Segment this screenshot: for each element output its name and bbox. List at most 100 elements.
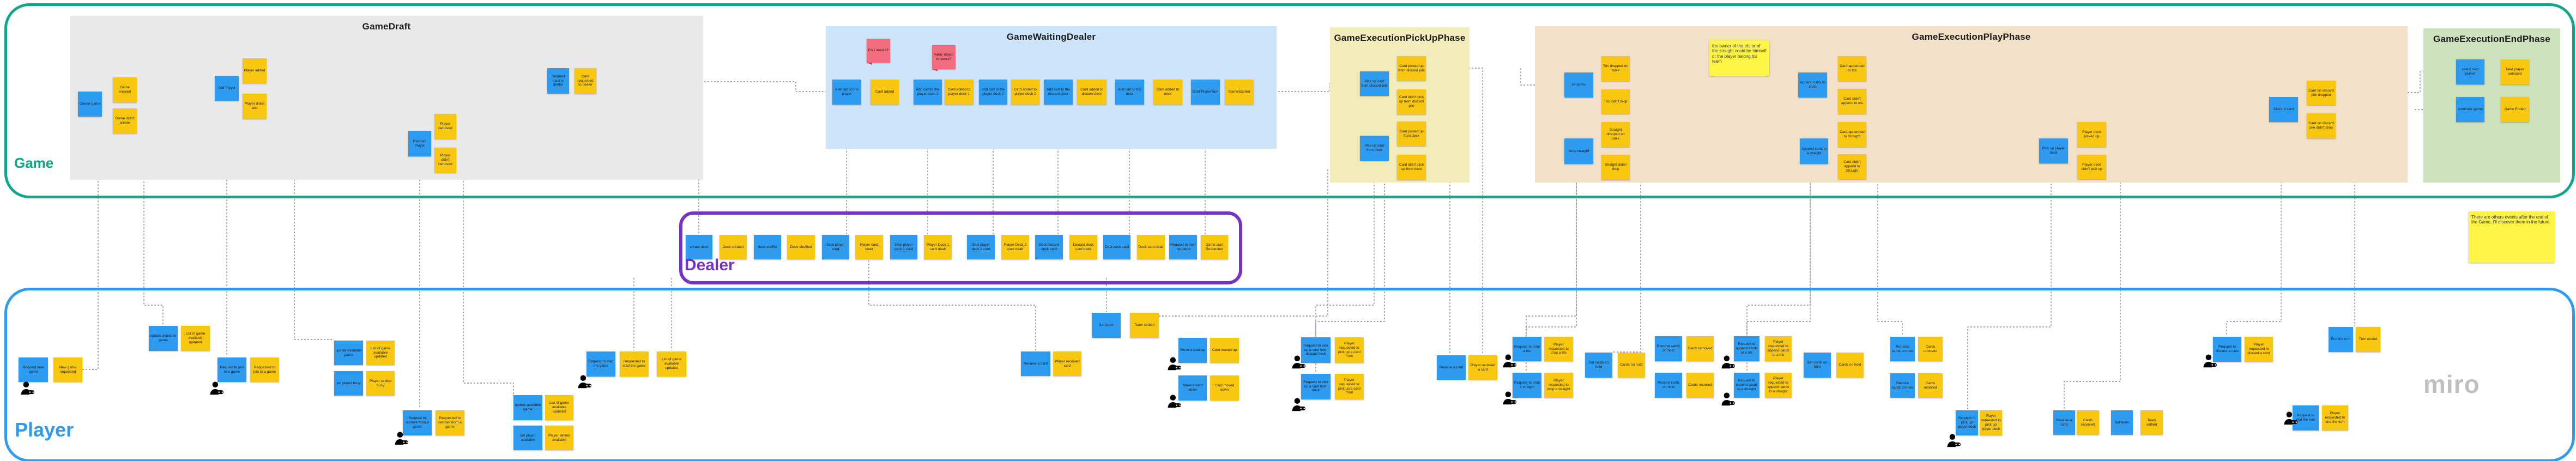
sticky-note[interactable]: Add cart to the player deck 1: [914, 80, 942, 105]
player-actor-icon[interactable]: [2283, 410, 2299, 427]
sticky-note[interactable]: Restore cards on hold: [1655, 373, 1682, 398]
player-actor-icon[interactable]: [20, 380, 36, 397]
player-actor-icon[interactable]: [1502, 390, 1518, 407]
sticky-note[interactable]: Request to end the turn: [2293, 405, 2319, 430]
game-lane[interactable]: [4, 3, 2575, 198]
sticky-note[interactable]: Player removed: [434, 114, 456, 139]
player-actor-icon[interactable]: [394, 430, 410, 447]
sticky-note[interactable]: Player requested to append cards to a st…: [1765, 373, 1792, 398]
sticky-note[interactable]: terminate game: [2456, 97, 2484, 122]
sticky-note[interactable]: Team settled: [1130, 313, 1159, 338]
player-actor-icon[interactable]: [209, 380, 225, 397]
sticky-note[interactable]: Cards removed: [1686, 336, 1714, 361]
sticky-note[interactable]: Pick up card from deck: [1360, 136, 1389, 161]
phase-block[interactable]: GameExecutionPlayPhase: [1535, 26, 2408, 183]
sticky-note[interactable]: Add cart to the deck: [1115, 80, 1144, 105]
sticky-note[interactable]: Card added: [870, 80, 899, 105]
sticky-note[interactable]: create deck: [686, 235, 712, 259]
sticky-note[interactable]: Request to start the game: [586, 351, 615, 377]
note-card[interactable]: There are others events after the end of…: [2469, 211, 2555, 263]
sticky-note[interactable]: Player card dealt: [855, 235, 883, 259]
player-actor-icon[interactable]: [1291, 354, 1307, 371]
sticky-note[interactable]: Set cards on hold: [1585, 353, 1612, 378]
sticky-note[interactable]: Game didn't create: [113, 108, 137, 134]
sticky-note[interactable]: Receive a card: [1021, 351, 1050, 376]
sticky-note[interactable]: Start PlayerTurn: [1191, 80, 1220, 105]
sticky-note[interactable]: Add Player: [215, 76, 239, 101]
sticky-note[interactable]: Deck created: [719, 235, 747, 259]
sticky-note[interactable]: Discard deck card dealt: [1069, 235, 1097, 259]
sticky-note[interactable]: List of game available updated: [545, 395, 573, 420]
sticky-note[interactable]: Append carts to a tris: [1798, 72, 1827, 98]
player-actor-icon[interactable]: [1720, 391, 1737, 408]
sticky-note[interactable]: Remove Player: [408, 131, 431, 156]
sticky-note[interactable]: Request new game: [19, 357, 48, 382]
sticky-note[interactable]: Deal player deck 2 card: [967, 235, 995, 259]
player-actor-icon[interactable]: [1291, 397, 1307, 413]
sticky-note[interactable]: Request to pick up a card from discard d…: [1301, 337, 1331, 363]
sticky-note[interactable]: Player didn't removed: [434, 148, 456, 173]
sticky-note[interactable]: End the turn: [2329, 327, 2353, 352]
sticky-note[interactable]: Remove cards on hold: [1890, 337, 1915, 361]
sticky-note[interactable]: Cards restored: [1918, 373, 1943, 398]
sticky-note[interactable]: Team settled: [2140, 410, 2163, 435]
sticky-note[interactable]: Player requested to pick up player deck: [1980, 410, 2002, 435]
sticky-note[interactable]: Player Deck 1 card dealt: [924, 235, 952, 259]
sticky-note[interactable]: Pick up player deck: [2039, 138, 2068, 163]
player-actor-icon[interactable]: [1166, 356, 1183, 372]
sticky-note[interactable]: Deal player deck 1 card: [890, 235, 917, 259]
sticky-note[interactable]: Add cart to the player deck 2: [979, 80, 1007, 105]
sticky-note[interactable]: update available game: [334, 341, 363, 365]
sticky-note[interactable]: Deck shuffled: [787, 235, 815, 259]
sticky-note[interactable]: List of game available updated: [181, 326, 210, 351]
sticky-note[interactable]: List of game available updated: [657, 351, 686, 377]
sticky-note[interactable]: Request to start the game: [1169, 235, 1197, 259]
sticky-note[interactable]: Card picked up from discard pile: [1397, 56, 1426, 81]
sticky-note[interactable]: Card picked up from deck: [1397, 122, 1426, 146]
sticky-note[interactable]: Card on discard pile didn't drop: [2307, 113, 2336, 138]
sticky-note[interactable]: Request to append cards to a straight: [1734, 373, 1759, 398]
sticky-note[interactable]: Card requested to dealer: [575, 68, 596, 94]
sticky-note[interactable]: Create game: [78, 92, 102, 117]
sticky-note[interactable]: value object or views?: [932, 45, 956, 71]
sticky-note[interactable]: Card didn't pick up from deck: [1397, 155, 1426, 180]
sticky-note[interactable]: Deal deck card: [1103, 235, 1130, 259]
sticky-note[interactable]: Cards removed: [1918, 337, 1943, 361]
sticky-note[interactable]: Add cart to the player: [832, 80, 861, 105]
sticky-note[interactable]: Requested to start the game: [620, 351, 649, 377]
sticky-note[interactable]: Request to drop a tris: [1513, 337, 1541, 361]
sticky-note[interactable]: Cards on hold: [1836, 353, 1864, 378]
sticky-note[interactable]: Card moved down: [1210, 375, 1239, 401]
sticky-note[interactable]: Append carts to a straight: [1800, 138, 1828, 164]
sticky-note[interactable]: Next player selected: [2501, 59, 2529, 84]
sticky-note[interactable]: set player busy: [334, 371, 363, 396]
sticky-note[interactable]: Remove cards on hold: [1655, 336, 1682, 361]
sticky-note[interactable]: Card on discard pile dropped: [2307, 81, 2336, 105]
sticky-note[interactable]: GameStarted: [1225, 80, 1254, 105]
sticky-note[interactable]: Card appended to Straight: [1838, 122, 1866, 147]
sticky-note[interactable]: update available game: [149, 326, 178, 351]
player-actor-icon[interactable]: [577, 374, 593, 390]
sticky-note[interactable]: Card added to player deck 2: [1011, 80, 1039, 105]
sticky-note[interactable]: Set team: [2111, 410, 2133, 435]
sticky-note[interactable]: Game created: [113, 77, 137, 102]
sticky-note[interactable]: Player requested to drop a tris: [1544, 337, 1573, 361]
sticky-note[interactable]: Deal discard deck card: [1035, 235, 1063, 259]
sticky-note[interactable]: Request card to dealer: [547, 68, 569, 94]
sticky-note[interactable]: Set cards on hold: [1804, 353, 1831, 378]
sticky-note[interactable]: Player requested to append cards to a tr…: [1765, 336, 1792, 361]
sticky-note[interactable]: select next player: [2456, 59, 2484, 84]
sticky-note[interactable]: Request to drop a straight: [1513, 373, 1541, 398]
player-lane[interactable]: [4, 288, 2575, 461]
sticky-note[interactable]: Requested to remove from a game: [436, 410, 464, 435]
sticky-note[interactable]: Requested to join to a game: [250, 357, 279, 382]
sticky-note[interactable]: Request to discard a card: [2213, 337, 2241, 362]
sticky-note[interactable]: Card didn't append to tris: [1838, 89, 1866, 114]
sticky-note[interactable]: Card appended to tris: [1838, 56, 1866, 81]
sticky-note[interactable]: Cards on hold: [1618, 353, 1645, 378]
sticky-note[interactable]: Deck card dealt: [1137, 235, 1165, 259]
sticky-note[interactable]: Receive a card: [2053, 410, 2075, 435]
sticky-note[interactable]: Player Deck 2 card dealt: [1001, 235, 1029, 259]
sticky-note[interactable]: Card added to discard deck: [1077, 80, 1106, 105]
